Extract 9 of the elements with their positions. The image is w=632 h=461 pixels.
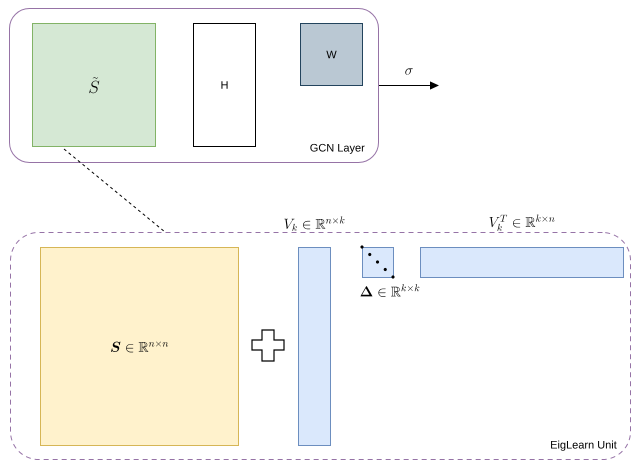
node-label: $V_k^T \in \mathbb{R}^{k \times n}$: [489, 214, 555, 231]
edge-label: $\sigma$: [405, 68, 413, 75]
node-label: $V_k \in \mathbb{R}^{n \times k}$: [284, 216, 344, 231]
diagonal-matrix-box: $\boldsymbol{\Delta} \in \mathbb{R}^{k \times k}$: [360, 245, 420, 297]
matrix-box: $\tilde{S}$: [32, 23, 156, 147]
matrix-box: $\boldsymbol{S} \in \mathbb{R}^{n \times n}$: [40, 247, 239, 446]
node-label: $\boldsymbol{\Delta} \in \mathbb{R}^{k \times k}$: [360, 284, 420, 297]
matrix-box: H: [193, 23, 256, 147]
matrix-box: W: [300, 23, 363, 86]
